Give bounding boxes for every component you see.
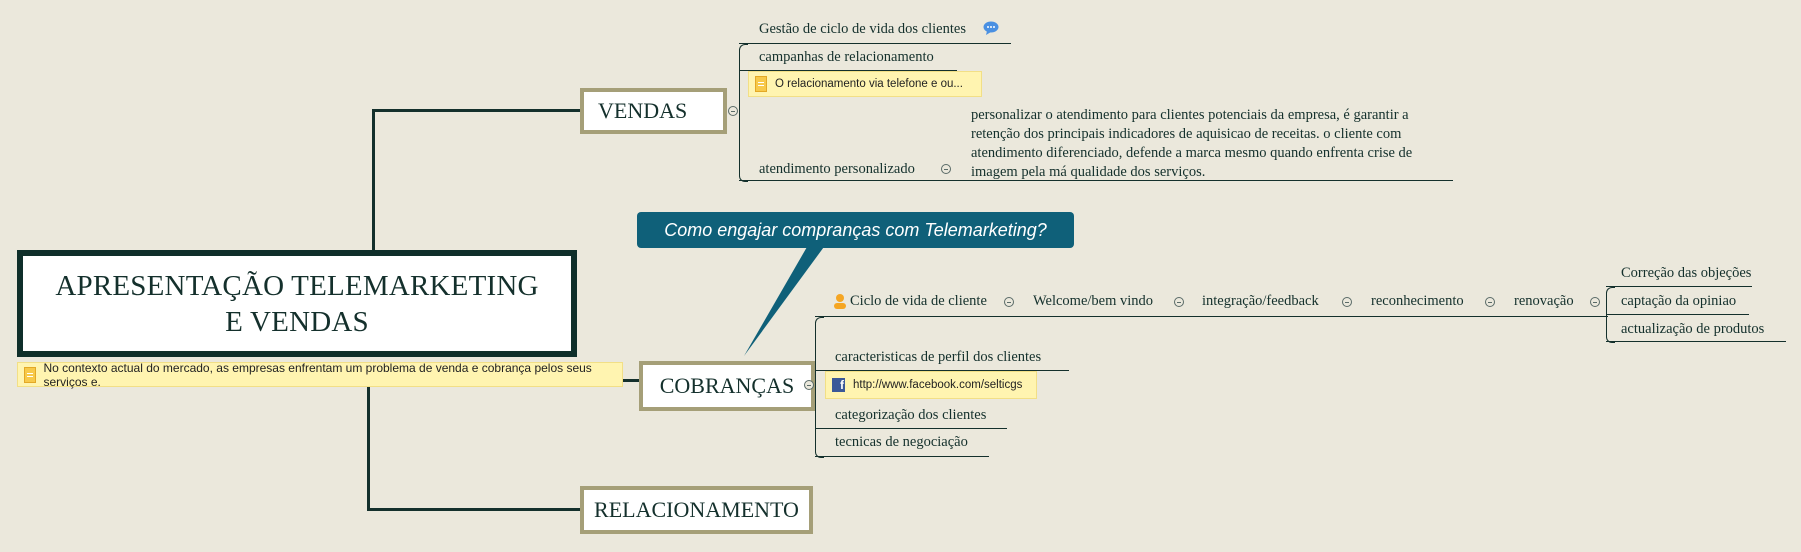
collapse-atendimento[interactable] (941, 164, 951, 174)
central-note-text: No contexto actual do mercado, as empres… (43, 360, 592, 389)
chat-bubble-icon[interactable] (983, 21, 999, 35)
collapse-reconhecimento[interactable] (1485, 297, 1495, 307)
vendas-child-atendimento[interactable]: atendimento personalizado (759, 161, 915, 177)
central-note[interactable]: No contexto actual do mercado, as empres… (17, 360, 623, 389)
callout-bubble[interactable]: Como engajar compranças com Telemarketin… (637, 212, 1074, 248)
connector-relacionamento (367, 387, 370, 511)
topic-vendas[interactable]: VENDAS (580, 88, 727, 134)
underline (1606, 286, 1752, 287)
renovacao-child-captacao[interactable]: captação da opiniao (1621, 293, 1737, 309)
renovacao-bracket (1606, 287, 1615, 343)
note-icon (755, 76, 767, 92)
connector-cobrancas (623, 379, 639, 382)
topic-cobrancas-label: COBRANÇAS (659, 373, 795, 398)
vendas-child-campanhas[interactable]: campanhas de relacionamento (759, 49, 934, 65)
central-title-line2: E VENDAS (225, 305, 369, 338)
central-title-line1: APRESENTAÇÃO TELEMARKETING (55, 269, 539, 302)
underline (815, 456, 989, 457)
collapse-renovacao[interactable] (1590, 297, 1600, 307)
chain-reconhecimento[interactable]: reconhecimento (1371, 293, 1464, 309)
callout-text: Como engajar compranças com Telemarketin… (664, 219, 1047, 240)
connector-relacionamento-h (367, 508, 580, 511)
topic-cobrancas[interactable]: COBRANÇAS (639, 361, 815, 411)
topic-relacionamento[interactable]: RELACIONAMENTO (580, 486, 813, 534)
connector-vendas (372, 109, 375, 250)
person-icon (834, 294, 846, 309)
facebook-link-text[interactable]: http://www.facebook.com/selticgs (853, 379, 1023, 391)
chain-renovacao[interactable]: renovação (1514, 293, 1574, 309)
underline (1606, 341, 1786, 342)
chain-ciclo[interactable]: Ciclo de vida de cliente (850, 293, 987, 309)
facebook-icon: f (832, 378, 845, 392)
underline (739, 43, 1011, 44)
topic-relacionamento-label: RELACIONAMENTO (594, 497, 799, 522)
collapse-ciclo[interactable] (1004, 297, 1014, 307)
chain-welcome[interactable]: Welcome/bem vindo (1033, 293, 1154, 309)
collapse-welcome[interactable] (1174, 297, 1184, 307)
cobrancas-child-tecnicas[interactable]: tecnicas de negociação (835, 434, 968, 450)
collapse-cobrancas[interactable] (804, 380, 814, 390)
underline (1606, 314, 1749, 315)
underline (815, 316, 1608, 317)
renovacao-child-correcao[interactable]: Correção das objeções (1621, 265, 1752, 281)
cobrancas-child-caracteristicas[interactable]: caracteristicas de perfil dos clientes (835, 349, 1042, 365)
campanhas-note-text: O relacionamento via telefone e ou... (775, 78, 963, 90)
underline (815, 428, 1007, 429)
underline (815, 370, 1069, 371)
campanhas-note[interactable]: O relacionamento via telefone e ou... (748, 71, 982, 97)
cobrancas-child-categorizacao[interactable]: categorização dos clientes (835, 407, 987, 423)
renovacao-child-actualizacao[interactable]: actualização de produtos (1621, 321, 1765, 337)
underline (739, 70, 957, 71)
underline (739, 180, 1453, 181)
facebook-link[interactable]: f http://www.facebook.com/selticgs (825, 371, 1037, 399)
collapse-integracao[interactable] (1342, 297, 1352, 307)
connector-vendas-h (372, 109, 580, 112)
vendas-bracket (739, 44, 748, 182)
collapse-vendas[interactable] (728, 106, 738, 116)
note-icon (24, 366, 36, 383)
vendas-child-gestao[interactable]: Gestão de ciclo de vida dos clientes (759, 21, 966, 37)
chain-integracao[interactable]: integração/feedback (1202, 293, 1319, 309)
topic-vendas-label: VENDAS (598, 98, 688, 123)
atendimento-detail[interactable]: personalizar o atendimento para clientes… (971, 107, 1413, 180)
cobrancas-bracket (815, 317, 824, 458)
callout-tail (744, 240, 829, 356)
